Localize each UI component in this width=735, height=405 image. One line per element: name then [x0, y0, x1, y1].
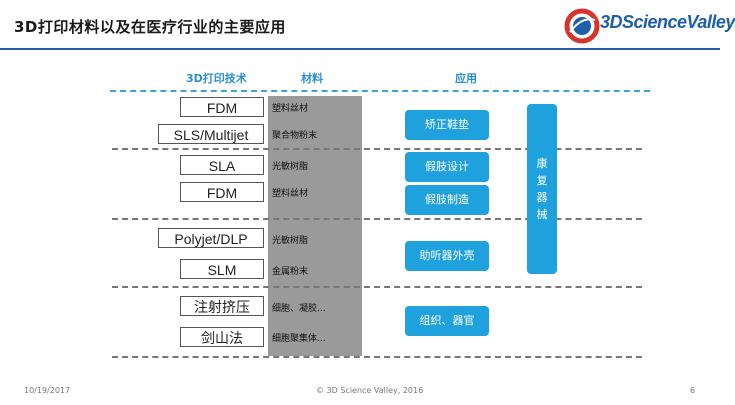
group-divider: [112, 218, 642, 220]
material-label: 金属粉末: [272, 267, 309, 277]
material-label: 细胞聚集体...: [272, 334, 326, 344]
footer-date: 10/19/2017: [24, 386, 71, 395]
tech-box: Polyjet/DLP: [158, 228, 264, 248]
application-box: 助听器外壳: [405, 241, 489, 271]
material-label: 光敏树脂: [272, 162, 309, 172]
title-underline: [0, 48, 720, 50]
tech-box: 注射挤压: [180, 296, 264, 316]
material-label: 聚合物粉末: [272, 131, 318, 141]
slide-title: 3D打印材料以及在医疗行业的主要应用: [14, 18, 286, 36]
application-box: 组织、器官: [405, 306, 489, 336]
footer-copyright: © 3D Science Valley, 2016: [316, 386, 424, 395]
header-divider: [110, 90, 650, 92]
application-box: 假肢制造: [405, 185, 489, 215]
logo-globe-icon: [564, 8, 600, 44]
group-divider: [112, 356, 642, 358]
category-box-rehab-device: 康 复 器 械: [527, 104, 557, 274]
footer-page-number: 6: [690, 386, 696, 395]
category-char: 康: [536, 157, 548, 170]
material-label: 塑料丝材: [272, 104, 309, 114]
tech-box: SLM: [180, 259, 264, 279]
category-char: 复: [536, 174, 548, 187]
material-label: 细胞、凝胶...: [272, 304, 326, 314]
header-application: 应用: [455, 72, 477, 85]
tech-box: SLA: [180, 155, 264, 175]
application-box: 矫正鞋垫: [405, 110, 489, 140]
application-box: 假肢设计: [405, 152, 489, 182]
group-divider: [112, 286, 642, 288]
tech-box: 剑山法: [180, 327, 264, 347]
group-divider: [112, 148, 642, 150]
tech-box: FDM: [180, 97, 264, 117]
material-label: 塑料丝材: [272, 189, 309, 199]
tech-box: SLS/Multijet: [158, 124, 264, 144]
material-label: 光敏树脂: [272, 236, 309, 246]
logo-text: 3DScienceValley: [600, 12, 735, 32]
header-material: 材料: [301, 72, 323, 85]
material-band: [268, 96, 362, 356]
header-tech: 3D打印技术: [186, 72, 247, 85]
tech-box: FDM: [180, 182, 264, 202]
category-char: 械: [536, 208, 548, 221]
category-char: 器: [536, 191, 548, 204]
